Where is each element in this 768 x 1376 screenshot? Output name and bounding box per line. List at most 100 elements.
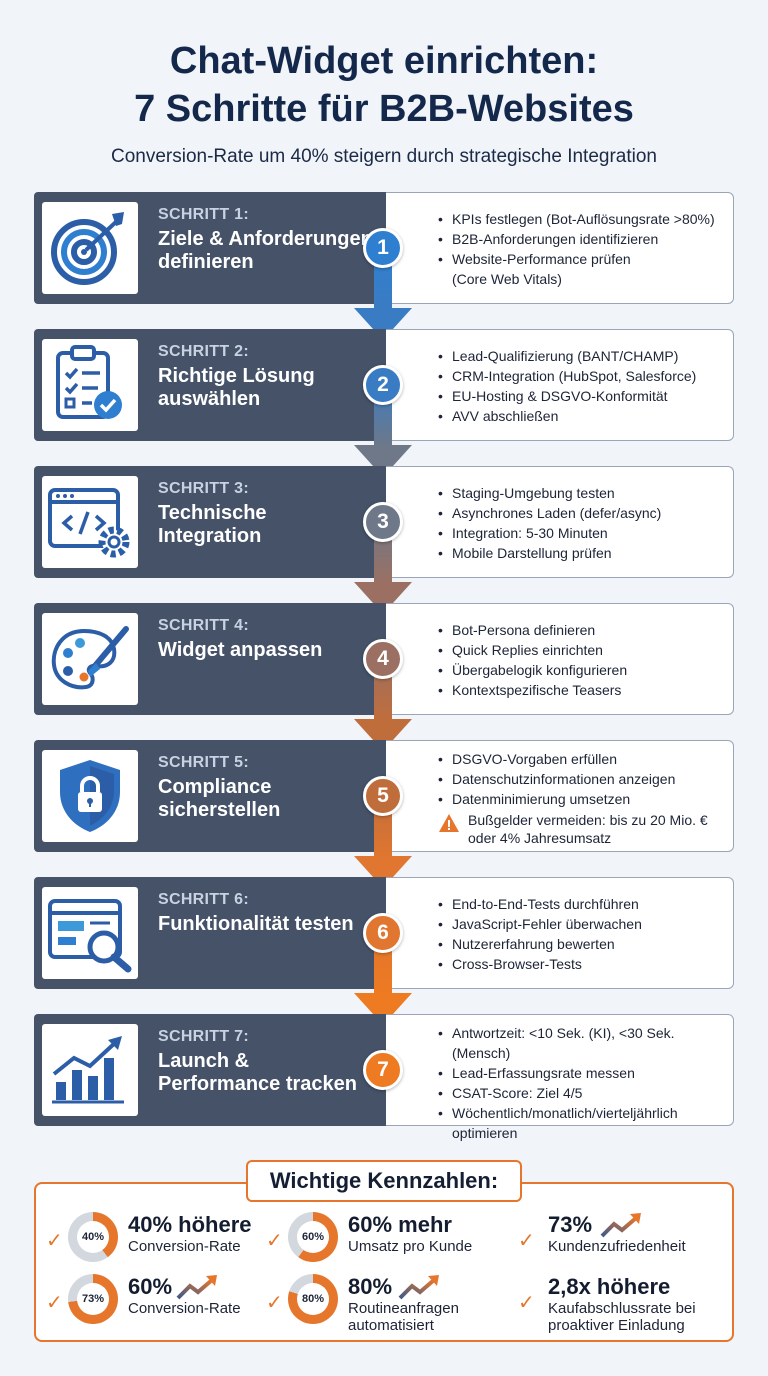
step-bullet: Datenschutzinformationen anzeigen [438, 769, 730, 789]
step-bullet-list: KPIs festlegen (Bot-Auflösungsrate >80%)… [438, 209, 730, 289]
step-bullet: KPIs festlegen (Bot-Auflösungsrate >80%) [438, 209, 730, 229]
checkmark-icon: ✓ [266, 1230, 283, 1252]
step-bullet: DSGVO-Vorgaben erfüllen [438, 749, 730, 769]
kpi-donut: 80% [288, 1274, 338, 1324]
step-title-panel: SCHRITT 7:Launch & Performance tracken [34, 1014, 386, 1126]
step-number-badge: 4 [363, 639, 403, 679]
step-bullet: Integration: 5-30 Minuten [438, 523, 730, 543]
step-number-badge: 5 [363, 776, 403, 816]
step-card: SCHRITT 2: Richtige Lösung auswählen Lead-… [34, 329, 734, 441]
step-details-panel: Staging-Umgebung testenAsynchrones Laden… [386, 466, 734, 578]
bar-chart-icon [42, 1024, 138, 1116]
step-number-badge: 2 [363, 365, 403, 405]
trend-up-icon [176, 1275, 217, 1300]
step-label: SCHRITT 1: [158, 206, 249, 223]
kpi-description: Umsatz pro Kunde [348, 1238, 473, 1255]
step-title-panel: SCHRITT 6:Funktionalität testen [34, 877, 386, 989]
trend-up-icon [600, 1213, 641, 1238]
step-name: Launch & Performance tracken [158, 1050, 357, 1095]
step-bullet: End-to-End-Tests durchführen [438, 894, 730, 914]
step-bullet-list: Antwortzeit: <10 Sek. (KI), <30 Sek. (Me… [438, 1023, 730, 1143]
step-details-panel: Antwortzeit: <10 Sek. (KI), <30 Sek. (Me… [386, 1014, 734, 1141]
step-bullet: Asynchrones Laden (defer/async) [438, 503, 730, 523]
step-bullet-list: End-to-End-Tests durchführenJavaScript-F… [438, 894, 730, 974]
step-card: SCHRITT 1:Ziele & Anforderungen definier… [34, 192, 734, 304]
step-number-badge: 3 [363, 502, 403, 542]
step-bullet: Nutzererfahrung bewerten [438, 934, 730, 954]
step-bullet: JavaScript-Fehler überwachen [438, 914, 730, 934]
step-bullet: optimieren [452, 1125, 518, 1141]
step-card: SCHRITT 3: Technische Integration Staging-… [34, 466, 734, 578]
step-details-panel: Bot-Persona definierenQuick Replies einr… [386, 603, 734, 715]
kpi-donut: 60% [288, 1212, 338, 1262]
step-bullet-list: DSGVO-Vorgaben erfüllenDatenschutzinform… [438, 749, 730, 847]
step-bullet: Cross-Browser-Tests [438, 954, 730, 974]
kpi-description: Kaufabschlussrate bei proaktiver Einladu… [548, 1300, 696, 1334]
kpi-value: 2,8x höhere [548, 1274, 671, 1299]
kpi-panel [34, 1182, 734, 1342]
step-title-panel: SCHRITT 2: Richtige Lösung auswählen [34, 329, 386, 441]
checkmark-icon: ✓ [518, 1292, 535, 1314]
kpi-value: 40% höhere [128, 1212, 252, 1237]
step-name: Richtige Lösung auswählen [158, 365, 315, 410]
step-bullet: Mobile Darstellung prüfen [438, 543, 730, 563]
step-bullet: (Core Web Vitals) [452, 271, 562, 287]
step-label: SCHRITT 5: [158, 754, 249, 771]
step-name: Technische Integration [158, 502, 267, 547]
kpi-description: Kundenzufriedenheit [548, 1238, 686, 1255]
kpi-donut-label: 73% [77, 1283, 109, 1315]
step-card: SCHRITT 7:Launch & Performance tracken An… [34, 1014, 734, 1141]
kpi-description: Routineanfragen automatisiert [348, 1300, 459, 1334]
checklist-icon [42, 339, 138, 431]
kpi-item: ✓73%60%Conversion-Rate [46, 1274, 256, 1328]
kpi-value: 60% mehr [348, 1212, 452, 1237]
step-bullet: Lead-Qualifizierung (BANT/CHAMP) [438, 346, 730, 366]
step-bullet: Antwortzeit: <10 Sek. (KI), <30 Sek. (Me… [438, 1023, 730, 1063]
step-bullet: CSAT-Score: Ziel 4/5 [438, 1083, 730, 1103]
checkmark-icon: ✓ [46, 1292, 63, 1314]
kpi-title: Wichtige Kennzahlen: [246, 1160, 522, 1202]
step-details-panel: KPIs festlegen (Bot-Auflösungsrate >80%)… [386, 192, 734, 304]
kpi-value: 73% [548, 1212, 593, 1237]
step-number-badge: 7 [363, 1050, 403, 1090]
warning-icon [439, 814, 459, 832]
kpi-donut-label: 40% [77, 1221, 109, 1253]
step-bullet-list: Staging-Umgebung testenAsynchrones Laden… [438, 483, 730, 563]
step-warning: Bußgelder vermeiden: bis zu 20 Mio. € od… [438, 811, 730, 847]
step-bullet: Bot-Persona definieren [438, 620, 730, 640]
step-details-panel: End-to-End-Tests durchführenJavaScript-F… [386, 877, 734, 989]
step-bullet: AVV abschließen [438, 406, 730, 426]
step-bullet: Übergabelogik konfigurieren [438, 660, 730, 680]
kpi-item: ✓80%80%Routineanfragen automatisiert [266, 1274, 476, 1334]
shield-lock-icon [42, 750, 138, 842]
step-title-panel: SCHRITT 1:Ziele & Anforderungen definier… [34, 192, 386, 304]
step-bullet: Datenminimierung umsetzen [438, 789, 730, 809]
step-bullet: Website-Performance prüfen [438, 249, 730, 269]
kpi-donut: 40% [68, 1212, 118, 1262]
step-card: SCHRITT 5: Compliance sicherstellen DSGVO-… [34, 740, 734, 852]
checkmark-icon: ✓ [46, 1230, 63, 1252]
step-name: Widget anpassen [158, 639, 323, 661]
warning-text: Bußgelder vermeiden: bis zu 20 Mio. € od… [468, 812, 708, 846]
kpi-value: 60% [128, 1274, 173, 1299]
step-label: SCHRITT 3: [158, 480, 249, 497]
page-title-line-1: Chat-Widget einrichten: [169, 40, 599, 82]
step-details-panel: Lead-Qualifizierung (BANT/CHAMP)CRM-Inte… [386, 329, 734, 441]
code-window-icon [42, 476, 138, 568]
step-bullet: Kontextspezifische Teasers [438, 680, 730, 700]
step-name: Compliance sicherstellen [158, 776, 281, 821]
step-bullet: Lead-Erfassungsrate messen [438, 1063, 730, 1083]
trend-up-icon [398, 1275, 439, 1300]
step-bullet-list: Bot-Persona definierenQuick Replies einr… [438, 620, 730, 700]
kpi-donut: 73% [68, 1274, 118, 1324]
step-label: SCHRITT 2: [158, 343, 249, 360]
kpi-donut-label: 80% [297, 1283, 329, 1315]
step-details-panel: DSGVO-Vorgaben erfüllenDatenschutzinform… [386, 740, 734, 852]
step-label: SCHRITT 6: [158, 891, 249, 908]
checkmark-icon: ✓ [518, 1230, 535, 1252]
step-bullet: Staging-Umgebung testen [438, 483, 730, 503]
step-title-panel: SCHRITT 4:Widget anpassen [34, 603, 386, 715]
step-card: SCHRITT 6:Funktionalität testen End-to-En… [34, 877, 734, 989]
